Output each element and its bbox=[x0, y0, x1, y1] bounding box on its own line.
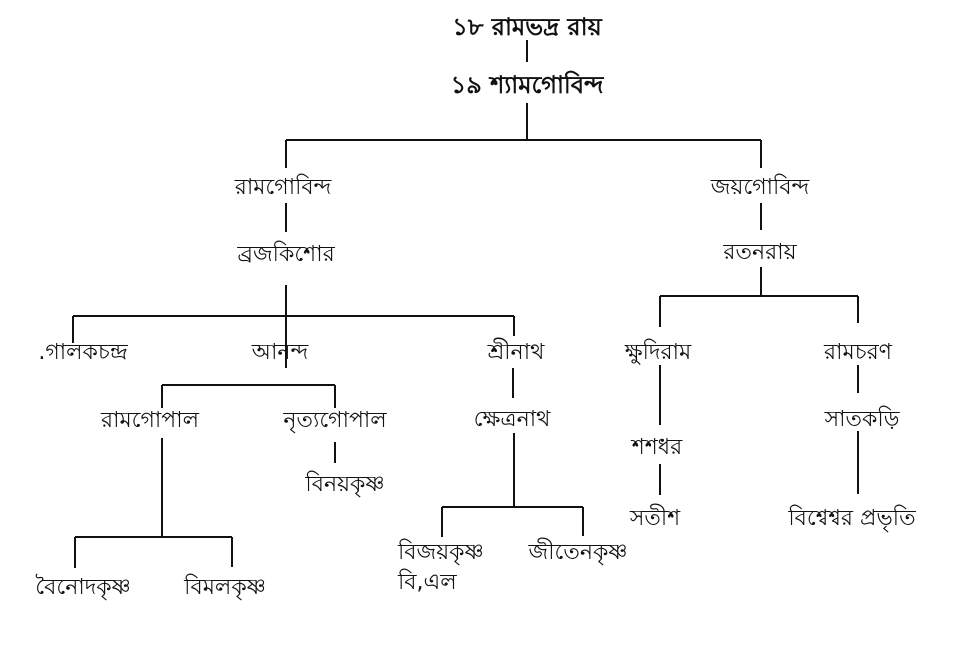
node-bisheswar: বিশ্বেশ্বর প্রভৃতি bbox=[788, 506, 916, 531]
node-n19: ১৯ শ্যামগোবিন্দ bbox=[450, 71, 604, 99]
node-jitenkrishna: জীতেনকৃষ্ণ bbox=[528, 540, 628, 565]
node-satish: সতীশ bbox=[629, 506, 681, 531]
node-binodkrishna: বৈনোদকৃষ্ণ bbox=[35, 575, 131, 600]
node-ramgobinda: রামগোবিন্দ bbox=[234, 175, 332, 200]
node-shashadhar: শশধর bbox=[631, 435, 683, 460]
node-kshudiram: ক্ষুদিরাম bbox=[624, 340, 692, 365]
node-brajakishor: ব্রজকিশোর bbox=[237, 242, 335, 267]
node-ratanray: রতনরায় bbox=[723, 240, 797, 265]
node-srinath: শ্রীনাথ bbox=[487, 340, 545, 365]
node-bijoykrishna-note: বি,এল bbox=[398, 570, 457, 595]
node-ramgopal: রামগোপাল bbox=[100, 408, 200, 433]
node-kshetranath: ক্ষেত্রনাথ bbox=[473, 407, 551, 432]
node-bijoykrishna: বিজয়কৃষ্ণ bbox=[398, 540, 484, 565]
node-ananda: আনন্দ bbox=[251, 340, 309, 365]
node-ramcharan: রামচরণ bbox=[824, 340, 892, 365]
node-golakchandra: .গালকচন্দ্র bbox=[38, 340, 128, 365]
node-bimalkrishna: বিমলকৃষ্ণ bbox=[184, 575, 266, 600]
node-n18: ১৮ রামভদ্র রায় bbox=[452, 13, 602, 41]
node-nrityagopal: নৃত্যগোপাল bbox=[283, 408, 387, 433]
node-satkori: সাতকড়ি bbox=[824, 407, 900, 432]
node-joygobinda: জয়গোবিন্দ bbox=[710, 175, 810, 200]
node-binoykrishna: বিনয়কৃষ্ণ bbox=[305, 472, 385, 497]
